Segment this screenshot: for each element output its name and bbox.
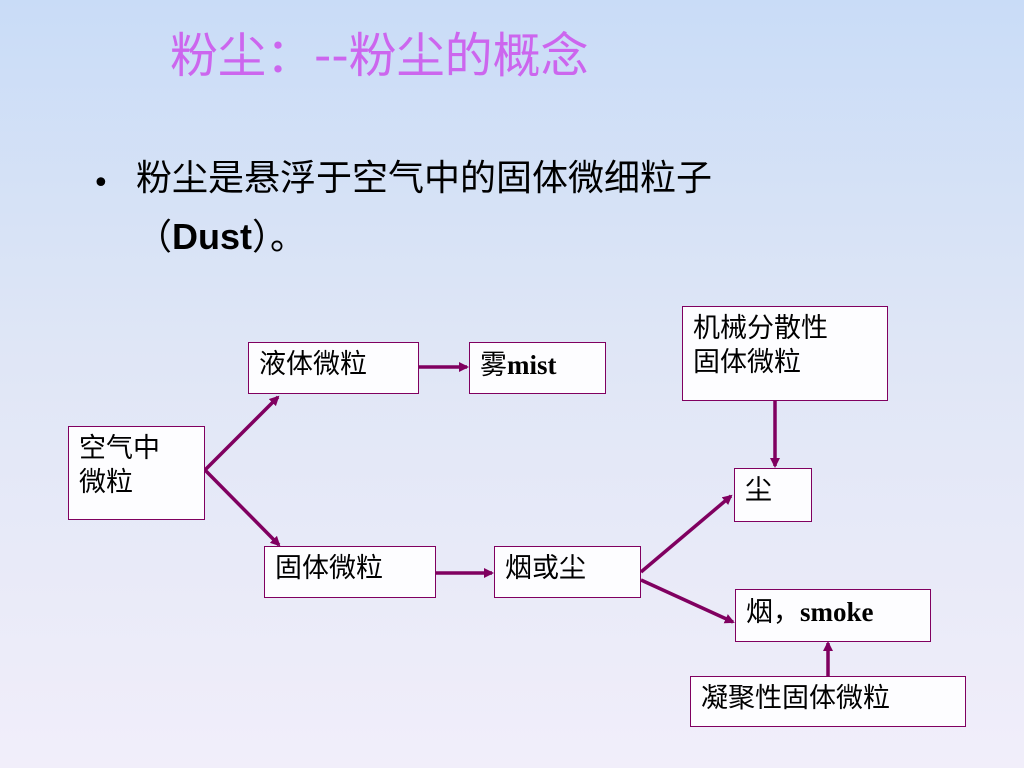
mist-label-zh: 雾 (480, 350, 507, 381)
airborne-particles-label-line1: 空气中 (79, 433, 160, 464)
box-dust: 尘 (734, 468, 812, 522)
bullet-dot-icon: • (92, 166, 110, 201)
fume-or-dust-label: 烟或尘 (505, 553, 586, 584)
bullet-text-part1: 粉尘是悬浮于空气中的固体微细粒子（ (136, 158, 713, 258)
smoke-label-zh: 烟， (746, 597, 800, 628)
box-fume-or-dust: 烟或尘 (494, 546, 641, 598)
box-condensation-particles: 凝聚性固体微粒 (690, 676, 966, 727)
mechanical-dispersion-label-line2: 固体微粒 (693, 347, 801, 378)
box-mist: 雾mist (469, 342, 606, 394)
box-solid-particles: 固体微粒 (264, 546, 436, 598)
box-airborne-particles: 空气中 微粒 (68, 426, 205, 520)
box-smoke: 烟，smoke (735, 589, 931, 642)
liquid-particles-label: 液体微粒 (259, 349, 367, 380)
arrow-fume-to-dust (639, 494, 733, 574)
dust-label: 尘 (745, 475, 772, 506)
mechanical-dispersion-label-line1: 机械分散性 (693, 313, 828, 344)
bullet-text: 粉尘是悬浮于空气中的固体微细粒子（Dust）。 (136, 150, 876, 267)
arrow-air-to-solid (203, 468, 281, 547)
airborne-particles-label-line2: 微粒 (79, 467, 133, 498)
smoke-label-en: smoke (800, 597, 874, 627)
bullet-text-part2: ）。 (252, 217, 307, 258)
condensation-particles-label: 凝聚性固体微粒 (701, 683, 890, 714)
box-liquid-particles: 液体微粒 (248, 342, 419, 394)
arrow-fume-to-smoke (640, 578, 735, 624)
arrow-air-to-liquid (203, 395, 280, 472)
slide-title: 粉尘：--粉尘的概念 (170, 28, 589, 84)
bullet-text-dust: Dust (172, 216, 253, 257)
mist-label-en: mist (507, 350, 557, 380)
solid-particles-label: 固体微粒 (275, 553, 383, 584)
box-mechanical-dispersion: 机械分散性 固体微粒 (682, 306, 888, 401)
